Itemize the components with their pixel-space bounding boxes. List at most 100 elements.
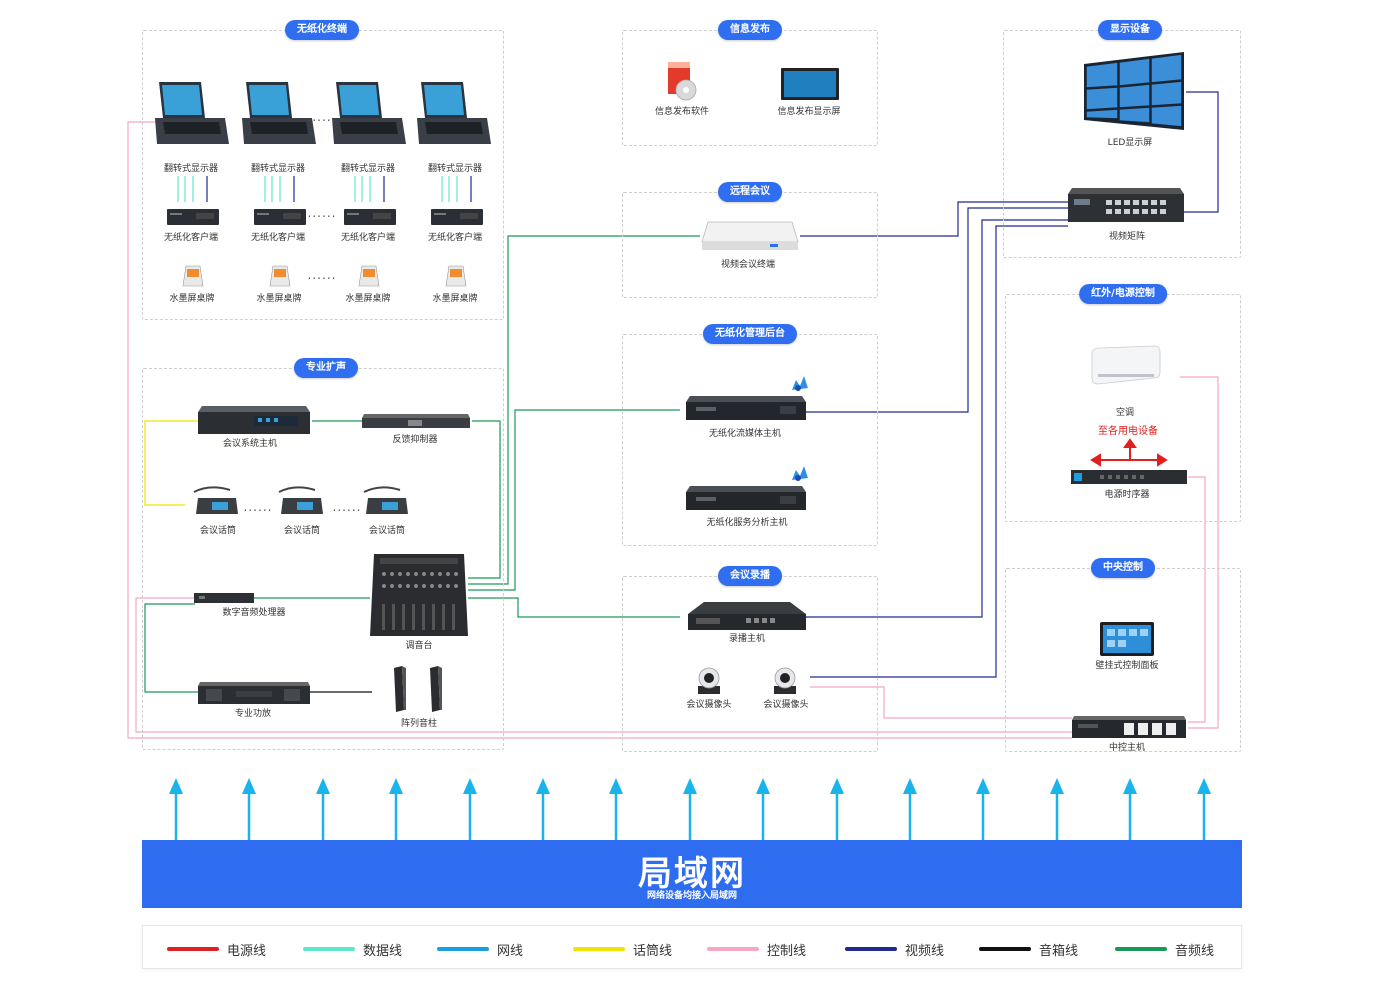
vc-terminal-icon [701, 221, 799, 250]
label-paperless-client: 无纸化客户端 [340, 233, 396, 243]
label-paperless-client: 无纸化客户端 [427, 233, 483, 243]
lan-arrow-head [1197, 778, 1211, 794]
conf-mic-icon [363, 486, 408, 514]
eink-nameplate-icon [269, 265, 291, 287]
service-host-icon [686, 486, 806, 510]
lan-arrow-head [169, 778, 183, 794]
section-title-display: 显示设备 [1098, 20, 1162, 40]
paperless-client-icon [254, 209, 306, 225]
label-to-backup: 至各用电设备 [1098, 426, 1158, 437]
mascot-icon [792, 466, 808, 481]
flip-display-icon [417, 82, 491, 144]
control-lines [127, 121, 1219, 739]
software-box-icon [668, 62, 697, 101]
label-eink-nameplate: 水墨屏桌牌 [256, 294, 302, 304]
lan-arrow-head [536, 778, 550, 794]
video-lines [800, 91, 1219, 678]
lan-bar: 局域网 网络设备均接入局域网 [142, 840, 1242, 908]
section-title-ir-power: 红外/电源控制 [1079, 284, 1167, 304]
amplifier-icon [198, 682, 310, 704]
section-title-info-publish: 信息发布 [718, 20, 782, 40]
label-power-sequencer: 电源时序器 [1104, 490, 1150, 500]
legend-swatch [573, 947, 625, 951]
mic-lines [144, 420, 198, 506]
section-title-recording: 会议录播 [718, 566, 782, 586]
column-speaker-icon [394, 666, 442, 712]
label-led-screen: LED显示屏 [1107, 138, 1153, 148]
lan-subtitle: 网络设备均接入局域网 [646, 891, 737, 901]
ellipsis: ...... [243, 500, 273, 514]
label-service-host: 无纸化服务分析主机 [706, 518, 788, 528]
legend-swatch [845, 947, 897, 951]
label-streaming-host: 无纸化流媒体主机 [708, 429, 782, 439]
label-conf-camera: 会议摄像头 [686, 700, 732, 710]
section-title-video-conf: 远程会议 [718, 182, 782, 202]
lan-arrow-head [1123, 778, 1137, 794]
legend-swatch [437, 947, 489, 951]
label-flip-display: 翻转式显示器 [163, 164, 219, 174]
label-eink-nameplate: 水墨屏桌牌 [345, 294, 391, 304]
legend-swatch [303, 947, 355, 951]
lan-arrow-head [830, 778, 844, 794]
legend-label: 话筒线 [633, 944, 673, 959]
ellipsis: ...... [307, 206, 337, 220]
lan-arrow-head [389, 778, 403, 794]
label-dsp: 数字音频处理器 [222, 608, 286, 618]
conf-mic-icon [278, 486, 323, 514]
ellipsis: ...... [332, 500, 362, 514]
paperless-client-icon [431, 209, 483, 225]
label-paperless-client: 无纸化客户端 [250, 233, 306, 243]
legend-label: 电源线 [227, 944, 267, 959]
label-conf-camera: 会议摄像头 [763, 700, 809, 710]
label-flip-display: 翻转式显示器 [340, 164, 396, 174]
legend-label: 视频线 [905, 944, 945, 959]
lan-arrow-head [903, 778, 917, 794]
lan-arrows [169, 778, 1211, 840]
legend-swatch [707, 947, 759, 951]
lan-arrow-head [1050, 778, 1064, 794]
flip-display-icon [332, 82, 406, 144]
mascot-icon [792, 376, 808, 391]
streaming-host-icon [686, 396, 806, 420]
label-amplifier: 专业功放 [234, 709, 272, 719]
label-vc-terminal: 视频会议终端 [720, 260, 776, 270]
eink-nameplate-icon [358, 265, 380, 287]
legend-swatch [979, 947, 1031, 951]
label-recording-host: 录播主机 [728, 634, 766, 644]
audio-lines [144, 235, 700, 693]
publish-screen-icon [781, 68, 839, 100]
label-publish-screen: 信息发布显示屏 [777, 107, 841, 117]
conf-mic-icon [193, 486, 238, 514]
ellipsis: ...... [307, 110, 337, 124]
flip-display-icon [242, 82, 316, 144]
air-conditioner-icon [1091, 345, 1161, 385]
label-video-matrix: 视频矩阵 [1108, 232, 1146, 242]
label-flip-display: 翻转式显示器 [427, 164, 483, 174]
label-conf-mic: 会议话筒 [199, 526, 237, 536]
camera-icon [774, 667, 796, 694]
paperless-client-icon [344, 209, 396, 225]
label-paperless-client: 无纸化客户端 [163, 233, 219, 243]
label-eink-nameplate: 水墨屏桌牌 [432, 294, 478, 304]
section-title-pro-audio: 专业扩声 [294, 358, 358, 378]
camera-icon [698, 667, 720, 694]
power-arrows [1090, 438, 1168, 467]
label-conf-host: 会议系统主机 [222, 439, 278, 449]
section-title-central-control: 中央控制 [1091, 558, 1155, 578]
label-mixer: 调音台 [405, 641, 433, 651]
legend-swatch [167, 947, 219, 951]
lan-arrow-head [976, 778, 990, 794]
section-title-paperless-backend: 无纸化管理后台 [703, 324, 797, 344]
label-feedback-suppressor: 反馈抑制器 [392, 435, 438, 445]
legend-label: 控制线 [767, 944, 807, 959]
label-wall-panel: 壁挂式控制面板 [1095, 661, 1159, 671]
label-eink-nameplate: 水墨屏桌牌 [169, 294, 215, 304]
eink-nameplate-icon [445, 265, 467, 287]
paperless-client-icon [167, 209, 219, 225]
label-conf-mic: 会议话筒 [283, 526, 321, 536]
ellipsis: ...... [307, 268, 337, 282]
lan-arrow-head [756, 778, 770, 794]
legend-swatch [1115, 947, 1167, 951]
label-air-conditioner: 空调 [1115, 408, 1135, 418]
